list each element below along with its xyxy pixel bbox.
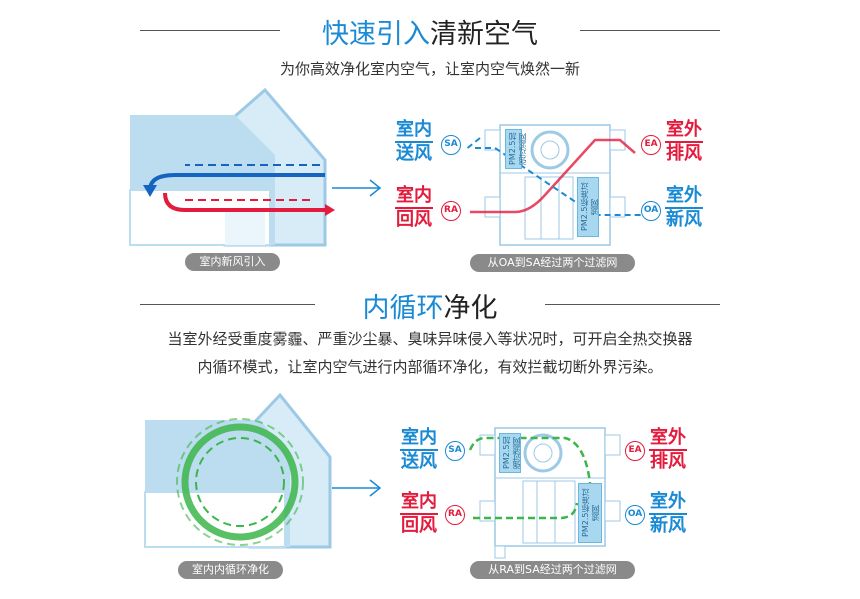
- label-sa: 室内送风: [400, 425, 438, 473]
- filter-strong: PM2.5加强过滤网: [499, 433, 521, 473]
- label-text: 新风: [666, 209, 702, 230]
- section1-subtitle: 为你高效净化室内空气，让室内空气焕然一新: [279, 60, 580, 78]
- house-fresh-air-illustration: [129, 87, 335, 247]
- label-oa: 室外新风: [649, 489, 687, 537]
- label-ea: 室外排风: [649, 425, 687, 473]
- arrow-right-icon: [332, 179, 382, 197]
- label-ea: 室外排风: [665, 117, 703, 165]
- title-rest: 清新空气: [430, 19, 538, 50]
- label-text: 室外: [649, 491, 687, 515]
- label-text: 回风: [396, 209, 432, 230]
- label-text: 室内: [400, 491, 438, 515]
- title-rule-right: [545, 304, 720, 305]
- title-highlight: 内循环: [362, 293, 444, 324]
- filter-standard: PM2.5标准过滤网: [578, 483, 602, 543]
- label-text: 新风: [650, 515, 686, 536]
- label-oa: 室外新风: [665, 183, 703, 231]
- code-ea: EA: [625, 441, 645, 461]
- label-text: 排风: [650, 451, 686, 472]
- code-sa: SA: [441, 135, 461, 155]
- section2-title: 内循环净化: [0, 286, 860, 325]
- title-highlight: 快速引入: [322, 19, 430, 50]
- code-ra: RA: [445, 505, 465, 525]
- label-text: 室外: [665, 119, 703, 143]
- label-text: 室外: [665, 185, 703, 209]
- title-rule-left: [140, 30, 280, 31]
- label-text: 室内: [395, 119, 433, 143]
- label-text: 回风: [401, 515, 437, 536]
- label-text: 室内: [395, 185, 433, 209]
- code-ea: EA: [641, 135, 661, 155]
- label-text: 室外: [649, 427, 687, 451]
- label-text: 排风: [666, 143, 702, 164]
- filter-standard: PM2.5标准过滤网: [577, 177, 599, 237]
- title-rest: 净化: [443, 293, 498, 324]
- title-rule-left: [140, 304, 315, 305]
- section2-paragraph-line2: 内循环模式，让室内空气进行内部循环净化，有效拦截切断外界污染。: [197, 358, 663, 376]
- house-recirculation-illustration: [144, 392, 332, 549]
- label-text: 送风: [401, 451, 437, 472]
- unit-caption: 从RA到SA经过两个过滤网: [470, 561, 635, 579]
- code-sa: SA: [445, 441, 465, 461]
- code-oa: OA: [625, 505, 645, 525]
- hrv-unit-diagram-oa-to-sa: PM2.5加强过滤网 PM2.5标准过滤网 室内送风 SA 室内回风 RA EA…: [395, 115, 715, 265]
- house-caption: 室内内循环净化: [178, 561, 283, 579]
- section2-paragraph-line1: 当室外经受重度雾霾、严重沙尘暴、臭味异味侵入等状况时，可开启全热交换器: [167, 330, 693, 348]
- filter-strong: PM2.5加强过滤网: [505, 129, 527, 169]
- label-ra: 室内回风: [400, 489, 438, 537]
- label-sa: 室内送风: [395, 117, 433, 165]
- arrow-right-icon: [332, 479, 382, 497]
- label-text: 室内: [400, 427, 438, 451]
- label-ra: 室内回风: [395, 183, 433, 231]
- code-ra: RA: [441, 201, 461, 221]
- label-text: 送风: [396, 143, 432, 164]
- unit-caption: 从OA到SA经过两个过滤网: [470, 254, 635, 272]
- section1-title: 快速引入清新空气: [0, 12, 860, 51]
- title-rule-right: [580, 30, 720, 31]
- code-oa: OA: [641, 201, 661, 221]
- house-caption: 室内新风引入: [185, 253, 280, 271]
- hrv-unit-diagram-ra-to-sa: PM2.5加强过滤网 PM2.5标准过滤网 室内送风 SA 室内回风 RA EA…: [395, 423, 715, 573]
